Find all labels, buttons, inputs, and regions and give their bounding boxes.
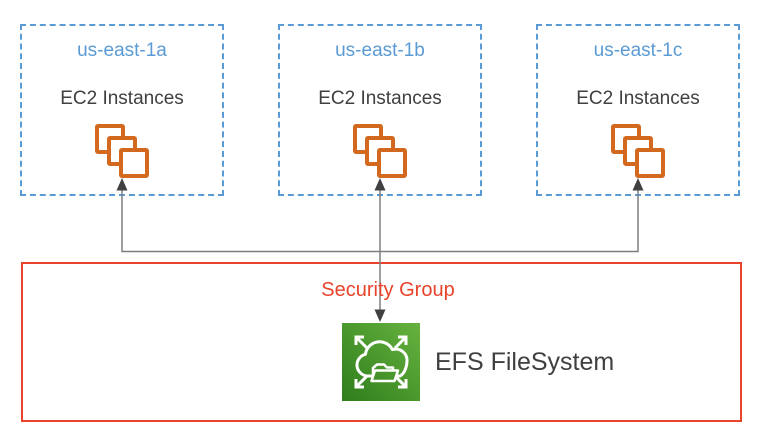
- efs-filesystem-icon: [342, 323, 420, 401]
- availability-zone-us-east-1b: us-east-1b EC2 Instances: [278, 24, 482, 196]
- efs-filesystem-block: EFS FileSystem: [342, 323, 614, 401]
- ec2-instances-label: EC2 Instances: [576, 88, 700, 109]
- efs-filesystem-label: EFS FileSystem: [435, 347, 615, 376]
- expand-arrows-icon: [354, 335, 408, 389]
- zone-title: us-east-1c: [593, 40, 683, 61]
- ec2-instances-icon: [611, 124, 665, 178]
- security-group-boundary: [21, 262, 742, 422]
- ec2-instances-label: EC2 Instances: [60, 88, 184, 109]
- instance-square-front: [377, 148, 407, 178]
- zone-title: us-east-1b: [335, 40, 425, 61]
- instance-square-front: [635, 148, 665, 178]
- ec2-instances-icon: [353, 124, 407, 178]
- availability-zone-us-east-1c: us-east-1c EC2 Instances: [536, 24, 740, 196]
- security-group-label: Security Group: [321, 279, 455, 301]
- ec2-instances-label: EC2 Instances: [318, 88, 442, 109]
- ec2-instances-icon: [95, 124, 149, 178]
- zone-title: us-east-1a: [77, 40, 167, 61]
- folder-icon: [370, 363, 400, 383]
- instance-square-front: [119, 148, 149, 178]
- availability-zone-us-east-1a: us-east-1a EC2 Instances: [20, 24, 224, 196]
- cloud-icon: [355, 340, 409, 378]
- connector-bus-line: [121, 189, 639, 253]
